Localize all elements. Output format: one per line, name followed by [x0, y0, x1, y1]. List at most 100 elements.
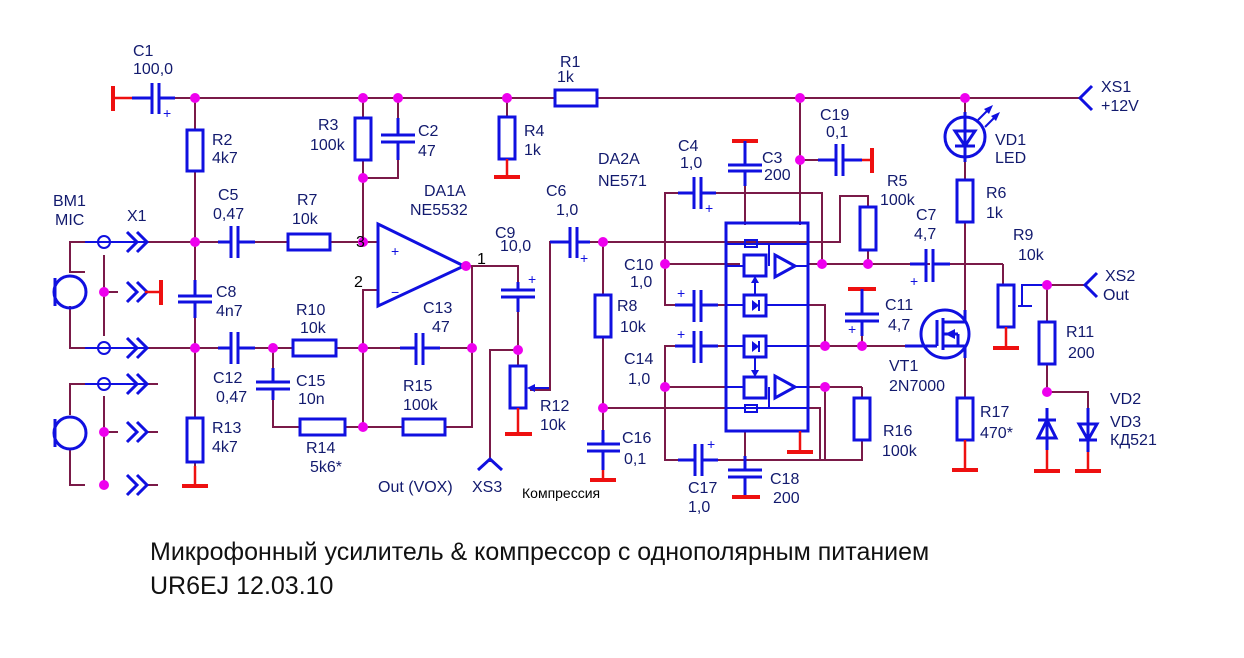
label-r3-ref: R3 — [318, 117, 339, 134]
label-r10-val: 10k — [300, 320, 327, 337]
svg-text:+: + — [848, 321, 856, 337]
capacitor-c11: + — [845, 287, 879, 337]
connector-xs2 — [1082, 271, 1099, 299]
label-r1-val: 1k — [557, 69, 575, 86]
label-c17-ref: C17 — [688, 480, 717, 497]
capacitor-c10: + — [675, 285, 718, 322]
label-da2a-val: NE571 — [598, 173, 647, 190]
label-c7-val: 4,7 — [914, 226, 936, 243]
label-c14-ref: C14 — [624, 351, 653, 368]
label-vt1-val: 2N7000 — [889, 378, 945, 395]
label-c14-val: 1,0 — [628, 371, 650, 388]
resistor-r13 — [182, 416, 208, 488]
label-r9-val: 10k — [1018, 247, 1045, 264]
label-vt1-ref: VT1 — [889, 358, 918, 375]
schematic-title: Микрофонный усилитель & компрессор с одн… — [150, 538, 930, 566]
resistor-r17 — [952, 396, 978, 472]
resistor-r6 — [955, 178, 975, 224]
component-labels: C1 100,0 R2 4k7 R3 100k C2 47 R4 1k R1 1… — [53, 43, 1157, 516]
diode-vd3 — [1075, 408, 1101, 473]
ic-da2a — [724, 221, 813, 454]
resistor-r14 — [298, 417, 347, 437]
svg-text:+: + — [707, 436, 715, 452]
label-vd1-val: LED — [995, 150, 1026, 167]
capacitor-c1: + — [111, 83, 175, 121]
connector-x1 — [118, 230, 163, 360]
label-c5-val: 0,47 — [213, 206, 244, 223]
label-c1-ref: C1 — [133, 43, 154, 60]
label-c12-ref: C12 — [213, 370, 242, 387]
resistor-r2 — [185, 128, 205, 173]
capacitor-c9: + — [501, 271, 536, 312]
resistor-r7 — [286, 232, 332, 252]
capacitor-c5 — [218, 226, 255, 258]
capacitor-c13 — [400, 333, 440, 365]
label-r8-ref: R8 — [617, 298, 638, 315]
label-r6-ref: R6 — [986, 185, 1007, 202]
resistor-r4 — [494, 115, 520, 179]
label-c6-ref: C6 — [546, 183, 567, 200]
capacitor-c18 — [728, 456, 762, 499]
label-c9-ref: C9 — [495, 225, 516, 242]
pin-2: 2 — [354, 274, 363, 291]
label-r11-ref: R11 — [1066, 324, 1094, 341]
resistor-r11 — [1037, 320, 1057, 366]
label-r13-ref: R13 — [212, 420, 241, 437]
capacitor-c6: + — [550, 227, 590, 266]
label-c19-val: 0,1 — [826, 124, 848, 141]
potentiometer-r9 — [993, 283, 1047, 350]
label-c15-ref: C15 — [296, 373, 325, 390]
schematic-author-date: UR6EJ 12.03.10 — [150, 572, 334, 600]
capacitor-c8 — [178, 280, 212, 318]
label-c8-val: 4n7 — [216, 303, 243, 320]
resistor-r8 — [593, 293, 613, 339]
svg-text:+: + — [677, 326, 685, 342]
label-c13-val: 47 — [432, 319, 450, 336]
label-c6-val: 1,0 — [556, 202, 578, 219]
label-c3-val: 200 — [764, 167, 791, 184]
label-c17-val: 1,0 — [688, 499, 710, 516]
label-c7-ref: C7 — [916, 207, 937, 224]
svg-text:+: + — [677, 285, 685, 301]
svg-text:+: + — [528, 271, 536, 287]
label-vd1-ref: VD1 — [995, 132, 1026, 149]
label-r5-ref: R5 — [887, 173, 908, 190]
label-xs2-ref: XS2 — [1105, 268, 1135, 285]
label-c11-val: 4,7 — [888, 317, 910, 334]
label-r12-ref: R12 — [540, 398, 569, 415]
label-r6-val: 1k — [986, 205, 1004, 222]
label-c18-ref: C18 — [770, 471, 799, 488]
microphone-bm1 — [52, 235, 118, 355]
resistor-r5 — [858, 205, 878, 252]
label-xs2-val: Out — [1103, 287, 1129, 304]
opamp-plus-sign: + — [391, 243, 399, 259]
label-r14-val: 5k6* — [310, 459, 342, 476]
label-c1-val: 100,0 — [133, 61, 173, 78]
label-r17-val: 470* — [980, 425, 1013, 442]
capacitor-c17: + — [678, 436, 718, 476]
capacitor-c12 — [218, 332, 255, 364]
label-r14-ref: R14 — [306, 440, 335, 457]
svg-text:+: + — [163, 105, 171, 121]
label-r2-val: 4k7 — [212, 150, 238, 167]
label-xs1-ref: XS1 — [1101, 79, 1131, 96]
label-r15-ref: R15 — [403, 378, 432, 395]
label-c16-ref: C16 — [622, 430, 651, 447]
label-r5-val: 100k — [880, 192, 916, 209]
label-c3-ref: C3 — [762, 150, 783, 167]
resistor-r15 — [401, 417, 447, 437]
capacitor-c3 — [728, 139, 762, 186]
label-r9-ref: R9 — [1013, 227, 1034, 244]
capacitor-c14: + — [675, 326, 718, 363]
label-r4-ref: R4 — [524, 123, 545, 140]
label-c8-ref: C8 — [216, 284, 237, 301]
label-r3-val: 100k — [310, 137, 346, 154]
label-r16-val: 100k — [882, 443, 918, 460]
label-c12-val: 0,47 — [216, 389, 247, 406]
label-r11-val: 200 — [1068, 345, 1095, 362]
label-r1-ref: R1 — [560, 54, 581, 71]
led-vd1 — [943, 105, 1000, 162]
label-r13-val: 4k7 — [212, 439, 238, 456]
label-c4-val: 1,0 — [680, 155, 702, 172]
